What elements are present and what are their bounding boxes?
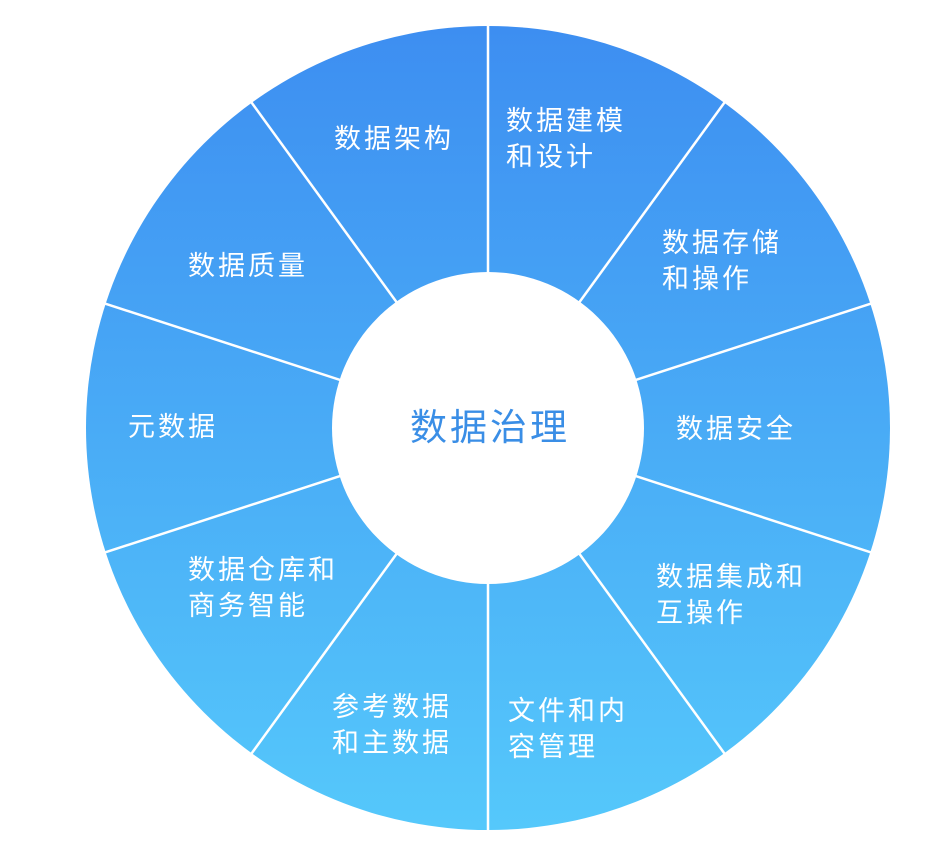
segment-label-storage: 数据存储 和操作 xyxy=(662,228,782,295)
segment-divider xyxy=(249,100,401,308)
segment-label-integration: 数据集成和 互操作 xyxy=(656,562,806,629)
segment-label-warehouse: 数据仓库和 商务智能 xyxy=(188,555,338,622)
segment-label-security: 数据安全 xyxy=(676,414,796,445)
segment-divider xyxy=(575,100,727,308)
segment-label-quality: 数据质量 xyxy=(188,251,308,282)
segment-divider xyxy=(103,301,346,383)
segment-label-metadata: 元数据 xyxy=(128,412,218,443)
segment-divider xyxy=(630,301,873,383)
segment-divider xyxy=(630,473,873,555)
segment-divider xyxy=(249,548,401,756)
segment-label-architecture: 数据架构 xyxy=(334,124,454,155)
segment-divider xyxy=(575,548,727,756)
segment-label-modeling: 数据建模 和设计 xyxy=(506,106,626,173)
center-title: 数据治理 xyxy=(410,406,570,449)
segment-label-reference: 参考数据 和主数据 xyxy=(332,692,452,759)
center-circle xyxy=(332,272,644,584)
segment-label-documents: 文件和内 容管理 xyxy=(508,696,628,763)
segment-divider xyxy=(103,473,346,555)
segment-dividers xyxy=(103,24,873,832)
